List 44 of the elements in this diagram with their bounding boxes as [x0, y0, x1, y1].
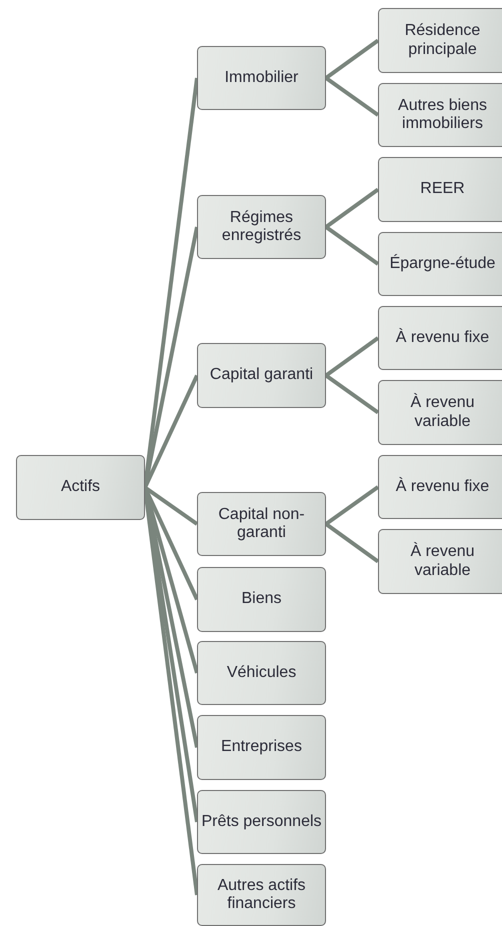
category-box — [197, 46, 326, 110]
category-box — [378, 380, 502, 445]
box-label: Résidence principale — [404, 22, 482, 59]
connector-line — [324, 38, 380, 80]
box-label: À revenu variable — [409, 394, 476, 431]
category-box — [378, 83, 502, 147]
connector-line — [324, 225, 380, 266]
box-label: À revenu fixe — [396, 328, 490, 348]
box-label: Régimes enregistrés — [220, 208, 302, 246]
category-box — [197, 864, 326, 926]
connector-line — [324, 188, 380, 229]
category-box — [378, 232, 502, 296]
connector-line — [324, 336, 380, 378]
box-label: Prêts personnels — [201, 812, 322, 832]
category-box — [378, 455, 502, 519]
box-label: Autres actifs financiers — [216, 876, 307, 914]
box-label: Actifs — [60, 478, 100, 497]
category-box — [378, 306, 502, 370]
box-label: Épargne-étude — [390, 254, 496, 274]
box-label: Entreprises — [221, 738, 302, 757]
box-label: Capital garanti — [210, 366, 314, 385]
category-box — [197, 492, 326, 556]
box-label: À revenu fixe — [396, 478, 490, 496]
category-box — [16, 455, 145, 520]
box-label: REER — [420, 180, 465, 199]
category-box — [197, 343, 326, 408]
box-label: Immobilier — [224, 68, 298, 88]
category-box — [378, 8, 502, 73]
box-label: Capital non-garanti — [217, 506, 306, 542]
connector-line — [324, 522, 380, 564]
box-label: Véhicules — [226, 664, 296, 682]
connector-line — [324, 76, 380, 117]
box-label: Biens — [241, 590, 282, 609]
category-box — [197, 715, 326, 780]
box-label: Autres biens immobiliers — [397, 96, 488, 134]
category-box — [378, 529, 502, 594]
category-box — [197, 567, 326, 632]
category-box — [378, 157, 502, 222]
connector-line — [324, 485, 380, 526]
category-box — [197, 195, 326, 259]
box-label: À revenu variable — [409, 543, 476, 580]
category-box — [197, 790, 326, 854]
category-box — [197, 641, 326, 705]
connector-line — [324, 374, 380, 414]
